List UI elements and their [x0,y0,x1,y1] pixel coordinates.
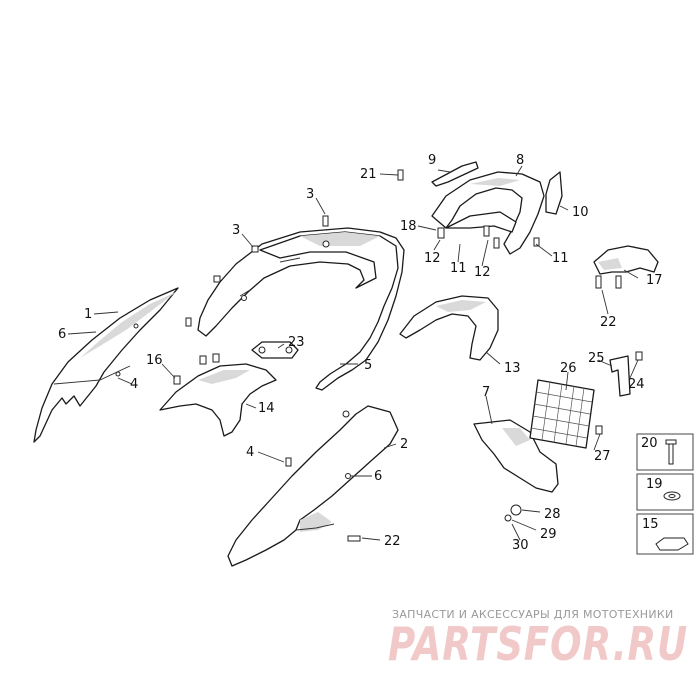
rail-pad [431,161,479,187]
callout-22a: 22 [600,315,617,330]
legend-19-label: 19 [646,477,663,492]
callout-28: 28 [544,507,561,522]
callout-11b: 11 [552,251,569,266]
left-side-panel [33,287,179,443]
callout-6b: 6 [374,469,382,484]
right-side-panel [227,405,399,567]
bracket [159,363,277,437]
callout-6a: 6 [58,327,66,342]
callout-18: 18 [400,219,417,234]
callout-2: 2 [400,437,408,452]
callout-24: 24 [628,377,645,392]
callout-11a: 11 [450,261,467,276]
legend-15: 15 [636,513,694,555]
callout-5: 5 [364,358,372,373]
watermark: ЗАПЧАСТИ И АКСЕССУАРЫ ДЛЯ МОТОТЕХНИКИ PA… [388,608,688,671]
rear-rack [593,245,659,289]
callout-10: 10 [572,205,589,220]
small-plate [251,341,299,359]
plate-holder [473,419,559,493]
callout-4a: 4 [130,377,138,392]
callout-9: 9 [428,153,436,168]
legend-19: 19 [636,473,694,511]
callout-30: 30 [512,538,529,553]
clip-bracket [609,355,631,397]
callout-3a: 3 [306,187,314,202]
callout-23: 23 [288,335,305,350]
legend-20: 20 [636,433,694,471]
callout-26: 26 [560,361,577,376]
callout-12a: 12 [424,251,441,266]
legend-20-label: 20 [641,436,658,451]
callout-12b: 12 [474,265,491,280]
callout-3b: 3 [232,223,240,238]
callout-17: 17 [646,273,663,288]
callout-1: 1 [84,307,92,322]
license-plate [529,379,595,449]
side-plate [545,171,563,215]
fasteners [173,169,643,542]
callout-16: 16 [146,353,163,368]
callout-25: 25 [588,351,605,366]
callout-29: 29 [540,527,557,542]
callouts: 1 6 4 3 3 5 16 14 4 2 6 22 23 21 9 8 10 … [58,153,663,553]
watermark-brand: PARTSFOR.RU [388,617,688,671]
rear-fender [399,295,499,361]
callout-14: 14 [258,401,275,416]
callout-22b: 22 [384,534,401,549]
callout-27: 27 [594,449,611,464]
callout-4b: 4 [246,445,254,460]
callout-7: 7 [482,385,490,400]
callout-21: 21 [360,167,377,182]
rear-frame-cover [197,227,405,391]
callout-13: 13 [504,361,521,376]
leader-lines [67,165,639,541]
watermark-tagline: ЗАПЧАСТИ И АКСЕССУАРЫ ДЛЯ МОТОТЕХНИКИ [392,608,674,621]
grab-rail [431,171,545,255]
callout-8: 8 [516,153,524,168]
legend-15-label: 15 [642,517,659,532]
